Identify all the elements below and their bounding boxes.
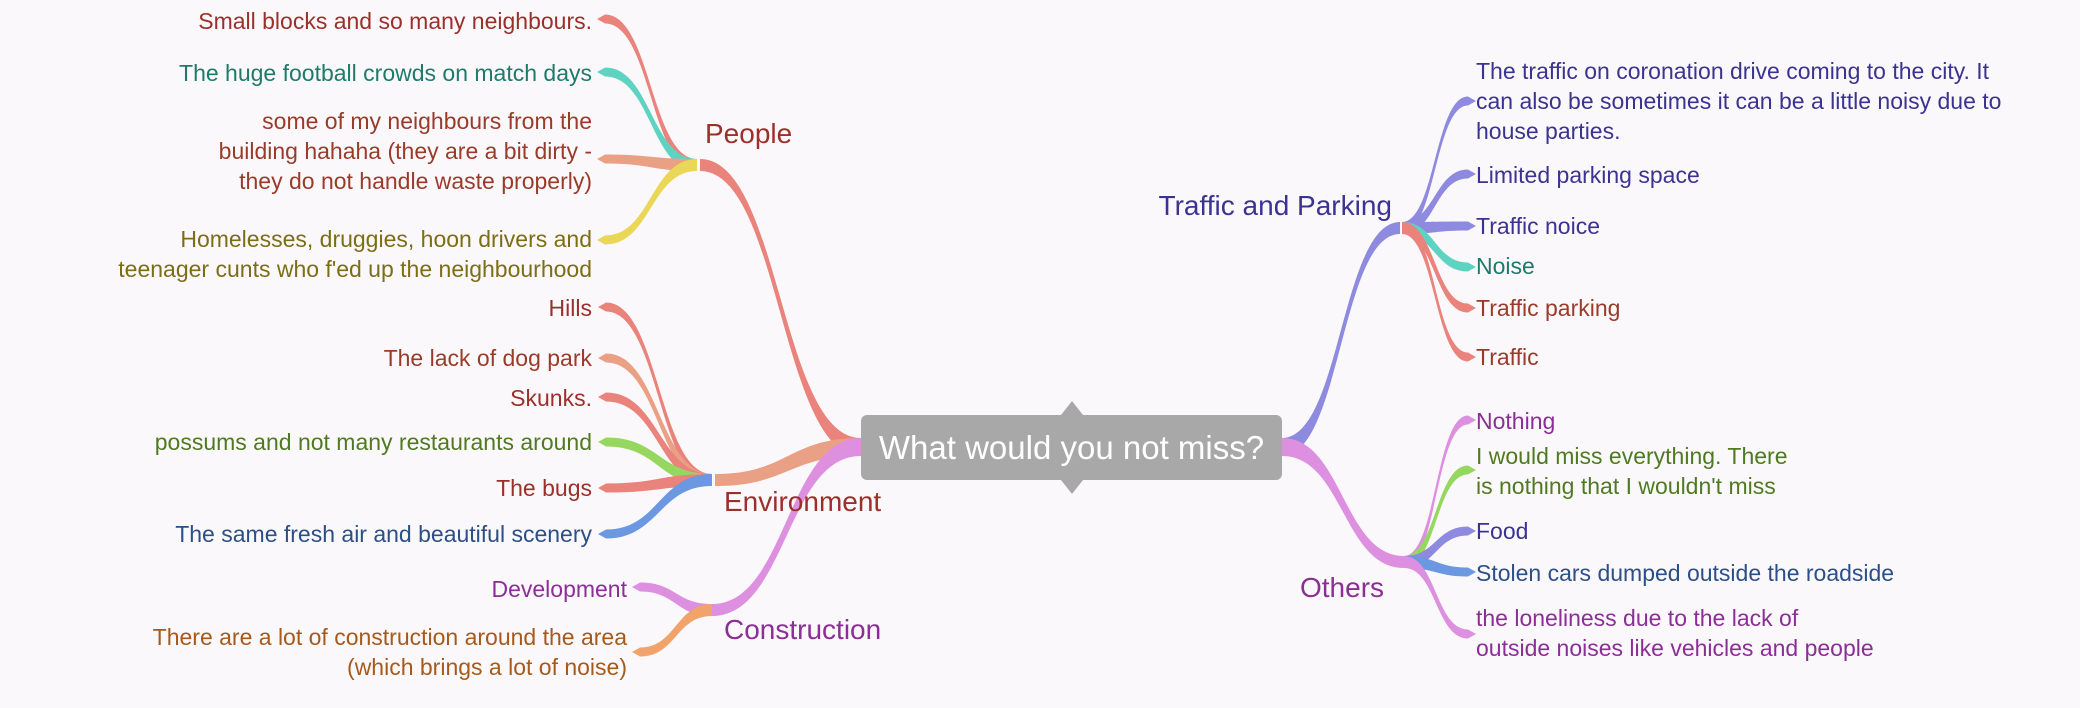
traffic-cap-5	[1468, 352, 1476, 362]
people-link-1	[605, 67, 697, 171]
environment-link-3	[606, 437, 712, 486]
construction-cap-0	[632, 582, 640, 592]
others-link-0	[1404, 415, 1468, 568]
people-item-0[interactable]: Small blocks and so many neighbours.	[198, 8, 592, 34]
construction-item-1[interactable]: There are a lot of construction around t…	[152, 624, 627, 680]
environment-item-4[interactable]: The bugs	[496, 475, 592, 501]
people-link-3	[605, 159, 697, 245]
environment-link-2	[606, 392, 712, 486]
branch-link-traffic	[1282, 222, 1400, 456]
connector-layer	[597, 14, 1476, 657]
others-item-3[interactable]: Stolen cars dumped outside the roadside	[1476, 560, 1895, 586]
traffic-link-4	[1402, 222, 1468, 313]
traffic-cap-3	[1468, 262, 1476, 272]
people-cap-3	[597, 235, 605, 245]
others-cap-0	[1468, 415, 1476, 425]
environment-cap-3	[598, 437, 606, 447]
environment-link-0	[606, 302, 712, 486]
others-link-1	[1404, 465, 1468, 568]
branch-link-people	[700, 159, 861, 456]
traffic-link-1	[1402, 169, 1468, 234]
traffic-item-2[interactable]: Traffic noice	[1476, 213, 1600, 239]
environment-link-1	[606, 353, 712, 486]
environment-link-4	[606, 474, 712, 493]
others-cap-4	[1468, 629, 1476, 639]
environment-cap-5	[598, 529, 606, 539]
construction-cap-1	[632, 647, 640, 657]
others-cap-3	[1468, 567, 1476, 577]
others-item-2[interactable]: Food	[1476, 518, 1529, 544]
environment-cap-4	[598, 483, 606, 493]
environment-item-2[interactable]: Skunks.	[510, 385, 592, 411]
construction-link-0	[640, 582, 712, 616]
traffic-link-0	[1402, 96, 1468, 234]
traffic-cap-1	[1468, 169, 1476, 179]
branch-traffic[interactable]: Traffic and Parking	[1158, 190, 1392, 221]
traffic-cap-4	[1468, 303, 1476, 313]
central-topic-label: What would you not miss?	[878, 428, 1265, 466]
others-cap-2	[1468, 526, 1476, 536]
people-item-1[interactable]: The huge football crowds on match days	[179, 60, 592, 86]
traffic-cap-0	[1468, 96, 1476, 106]
branch-link-construction	[712, 438, 861, 616]
traffic-item-3[interactable]: Noise	[1476, 253, 1535, 279]
branch-link-environment	[715, 438, 861, 486]
people-link-2	[605, 154, 697, 171]
environment-cap-2	[598, 392, 606, 402]
central-topic[interactable]: What would you not miss?	[861, 401, 1282, 494]
central-topic-bottom-notch	[1061, 480, 1083, 494]
branch-people[interactable]: People	[705, 118, 793, 149]
environment-item-3[interactable]: possums and not many restaurants around	[154, 429, 592, 455]
branch-link-others	[1282, 438, 1404, 568]
others-item-0[interactable]: Nothing	[1476, 408, 1556, 434]
traffic-item-4[interactable]: Traffic parking	[1476, 295, 1621, 321]
traffic-item-0[interactable]: The traffic on coronation drive coming t…	[1476, 58, 2002, 144]
people-cap-1	[597, 67, 605, 77]
branch-construction[interactable]: Construction	[724, 614, 882, 645]
branch-others[interactable]: Others	[1300, 572, 1385, 603]
environment-item-1[interactable]: The lack of dog park	[383, 345, 592, 371]
environment-item-0[interactable]: Hills	[548, 295, 592, 321]
branch-environment[interactable]: Environment	[724, 486, 882, 517]
construction-link-1	[640, 604, 712, 657]
others-cap-1	[1468, 465, 1476, 475]
traffic-item-1[interactable]: Limited parking space	[1476, 162, 1700, 188]
people-link-0	[605, 14, 697, 171]
people-cap-0	[597, 14, 605, 24]
construction-item-0[interactable]: Development	[491, 576, 627, 602]
traffic-cap-2	[1468, 221, 1476, 231]
environment-item-5[interactable]: The same fresh air and beautiful scenery	[175, 521, 592, 547]
environment-cap-1	[598, 353, 606, 363]
traffic-link-5	[1402, 222, 1468, 362]
environment-cap-0	[598, 302, 606, 312]
traffic-item-5[interactable]: Traffic	[1476, 344, 1539, 370]
central-topic-top-notch	[1061, 401, 1083, 415]
people-cap-2	[597, 154, 605, 164]
others-link-3	[1404, 556, 1468, 577]
others-link-4	[1404, 556, 1468, 639]
environment-link-5	[606, 474, 712, 539]
